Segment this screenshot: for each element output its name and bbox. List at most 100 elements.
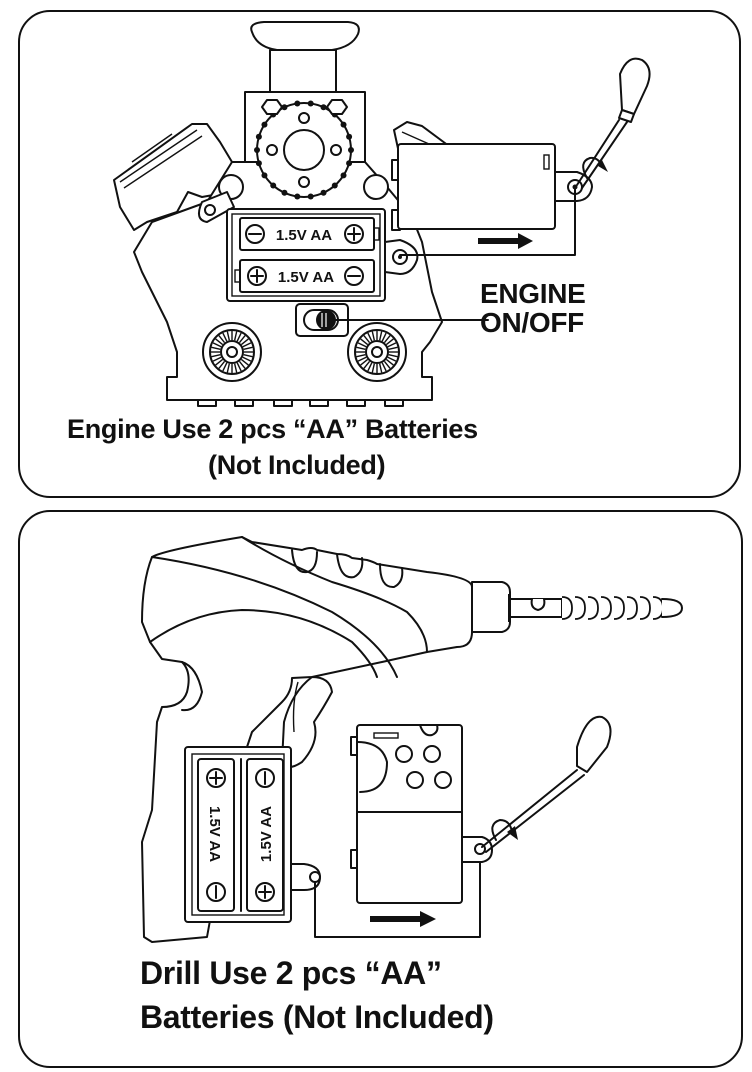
wheel-spoke [387, 342, 397, 348]
wheel-spoke [367, 362, 373, 372]
wheel-spoke [211, 346, 221, 351]
wheel-spoke [215, 338, 224, 346]
alignment-line [399, 186, 576, 256]
drill-battery-compartment: 1.5V AA 1.5V AA [184, 746, 292, 923]
gear-tooth [331, 182, 338, 189]
hex-nut [261, 99, 283, 115]
drill-caption-line-1: Drill Use 2 pcs “AA” [140, 955, 442, 991]
wheel-spoke [356, 353, 366, 358]
gear-tooth [348, 147, 354, 153]
drill-bit [509, 596, 683, 620]
wheel-spoke [211, 353, 221, 358]
drill-battery-1-label: 1.5V AA [206, 806, 223, 862]
engine-wheel-left [202, 322, 262, 382]
drill-battery-cover [350, 724, 493, 904]
drill-illustration: 1.5V AA 1.5V AA [141, 536, 683, 943]
engine-instruction-panel: 1.5V AA 1.5V AA [18, 10, 741, 498]
bit-flute [652, 596, 664, 620]
drill-caption-line-2: Batteries (Not Included) [140, 999, 494, 1035]
wheel-spoke [383, 335, 391, 344]
wheel-spoke [222, 332, 228, 342]
engine-caption-line-2: (Not Included) [208, 450, 386, 480]
drill-body [141, 536, 473, 943]
gear-tooth [270, 182, 277, 189]
wheel-spoke [218, 335, 226, 344]
bit-flute [574, 596, 586, 620]
engine-switch-label-line-2: ON/OFF [480, 307, 584, 338]
wheel-spoke [236, 332, 242, 342]
gear-tooth [281, 104, 288, 111]
wheel-spoke [381, 362, 387, 372]
engine-pull-stem [269, 49, 337, 93]
wheel-spoke [385, 338, 394, 346]
bit-flute [613, 596, 625, 620]
wheel-spoke [388, 346, 398, 351]
rotate-arrow-icon [491, 819, 518, 841]
wheel-spoke [218, 360, 226, 369]
engine-battery-cover [391, 143, 593, 231]
wheel-spoke [371, 331, 376, 341]
bolt [363, 174, 389, 200]
wheel-spoke [356, 346, 366, 351]
slide-arrow-right-icon [478, 233, 533, 249]
hex-nut [326, 99, 348, 115]
engine-feet [197, 399, 404, 407]
gear-tooth [255, 133, 262, 140]
gear-tooth [340, 121, 347, 128]
gear-tooth [307, 193, 314, 200]
engine-caption-line-1: Engine Use 2 pcs “AA” Batteries [67, 414, 478, 444]
engine-battery-1-label: 1.5V AA [276, 227, 332, 244]
wheel-spoke [363, 360, 371, 369]
wheel-spoke [387, 356, 397, 362]
gear-tooth [346, 160, 353, 167]
screwdriver-icon [576, 57, 651, 189]
wheel-spoke [360, 358, 369, 366]
gear-tooth [346, 133, 353, 140]
bit-flute [561, 596, 573, 620]
bit-flute [587, 596, 599, 620]
drill-chuck [471, 581, 511, 633]
bit-flute [600, 596, 612, 620]
wheel-spoke [236, 362, 242, 372]
drill-battery-2-label: 1.5V AA [258, 806, 275, 862]
wheel-spoke [242, 356, 252, 362]
gear-tooth [281, 189, 288, 196]
engine-battery-2-label: 1.5V AA [278, 269, 334, 286]
engine-illustration: 1.5V AA 1.5V AA [113, 21, 651, 407]
engine-pull-handle [250, 21, 360, 51]
gear-tooth [255, 160, 262, 167]
engine-battery-2: 1.5V AA [234, 259, 375, 293]
wheel-spoke [222, 362, 228, 372]
gear-tooth [261, 172, 268, 179]
gear-tooth [340, 172, 347, 179]
wheel-spoke [385, 358, 394, 366]
gear-tooth [294, 193, 301, 200]
wheel-spoke [233, 363, 238, 373]
wheel-spoke [243, 353, 253, 358]
wheel-spoke [363, 335, 371, 344]
wheel-spoke [238, 360, 246, 369]
wheel-spoke [360, 338, 369, 346]
rotate-arrow-icon [582, 156, 608, 179]
wheel-spoke [243, 346, 253, 351]
screwdriver-icon [481, 715, 612, 853]
wheel-spoke [226, 331, 231, 341]
gear-tooth [307, 100, 314, 107]
wheel-spoke [212, 342, 222, 348]
gear-tooth [261, 121, 268, 128]
gear-tooth [254, 147, 260, 153]
gear-tooth [294, 100, 301, 107]
gear-tooth [320, 189, 327, 196]
wheel-spoke [367, 332, 373, 342]
engine-battery-1: 1.5V AA [239, 217, 380, 251]
wheel-spoke [381, 332, 387, 342]
slide-arrow-right-icon [370, 911, 436, 927]
wheel-spoke [233, 331, 238, 341]
bit-flute [626, 596, 638, 620]
wheel-spoke [388, 353, 398, 358]
drill-instruction-panel: 1.5V AA 1.5V AA [18, 510, 743, 1068]
wheel-spoke [240, 358, 249, 366]
alignment-line [314, 848, 481, 938]
bit-flute [639, 596, 651, 620]
wheel-spoke [357, 356, 367, 362]
